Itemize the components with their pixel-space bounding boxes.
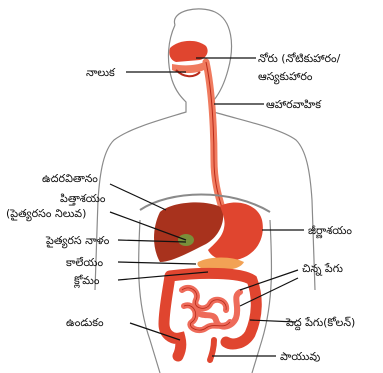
label-diaphragm: ఉదరవితానం [42, 172, 98, 185]
label-tongue: నాలుక [86, 66, 115, 79]
label-stomach: జీర్ణాశయం [308, 224, 352, 237]
label-liver-line2: (పైత్యరసం నిలువ) [6, 207, 86, 220]
label-large-intestine: పెద్ద పేగు(కోలన్) [286, 316, 355, 329]
label-small-intestine: చిన్న పేగు [302, 262, 343, 275]
label-appendix: ఉండుకం [66, 316, 104, 329]
label-anus: పాయువు [280, 350, 320, 363]
label-mouth-line2: ఆస్యకుహారం [258, 70, 312, 83]
label-liver-2: కాలేయం [66, 256, 103, 269]
label-pancreas: క్లోమం [74, 274, 99, 287]
rectum [210, 340, 214, 360]
label-mouth: నోరు (నోటికుహారం/ [258, 52, 340, 65]
label-liver: పిత్తాశయం [60, 192, 106, 205]
label-bile-duct: పైత్యరస నాళం [46, 234, 109, 247]
label-esophagus: ఆహారవాహిక [266, 98, 321, 111]
